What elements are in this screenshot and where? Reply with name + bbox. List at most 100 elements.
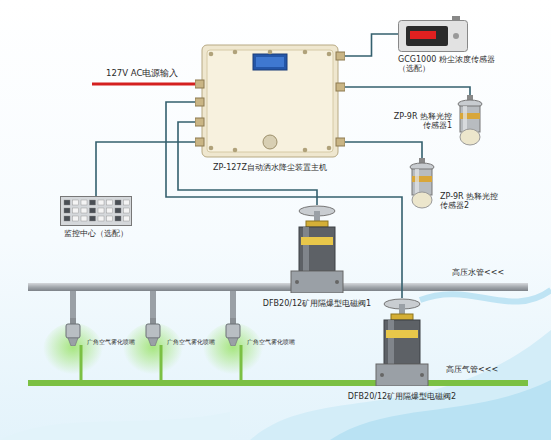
light-sensor-node: ZP-9R 热释光控传感器1 bbox=[390, 95, 484, 147]
drawn-rect bbox=[98, 200, 104, 205]
main-unit-node: ZP-127Z自动洒水降尘装置主机 bbox=[195, 42, 345, 172]
drop-pipe bbox=[70, 291, 76, 320]
drawn-rect bbox=[98, 216, 104, 221]
solenoid-valve-node: DFB20/12矿用隔爆型电磁阀2 bbox=[348, 298, 456, 401]
annotation-label: 127V AC电源输入 bbox=[106, 69, 178, 79]
cable-connector bbox=[345, 142, 422, 158]
drawn-rect bbox=[207, 50, 333, 152]
drawn-rect bbox=[146, 324, 160, 338]
text-group: ZP-9R 热释光控传感器1 bbox=[390, 112, 452, 130]
water-swirl bbox=[420, 290, 551, 302]
drawn-rect bbox=[66, 324, 80, 338]
drawn-rect bbox=[195, 98, 204, 106]
drawn-circle bbox=[263, 135, 277, 149]
spray-cloud bbox=[43, 323, 103, 377]
drawn-ellipse bbox=[460, 129, 480, 145]
drawn-circle bbox=[453, 33, 459, 39]
text-group: 广角空气雾化喷嘴 bbox=[247, 339, 295, 346]
drawn-rect bbox=[406, 26, 448, 46]
drawn-circle bbox=[303, 148, 308, 153]
device-label: ZP-9R 热释光控传感器2 bbox=[440, 192, 506, 210]
monitor-center-node: 监控中心（选配） bbox=[60, 196, 132, 238]
drawn-polygon bbox=[148, 338, 158, 346]
text-group: 监控中心（选配） bbox=[64, 229, 128, 238]
drawn-circle bbox=[295, 280, 299, 284]
drawn-rect bbox=[256, 57, 284, 67]
device-label: 广角空气雾化喷嘴 bbox=[247, 339, 295, 346]
spray-cloud bbox=[123, 323, 183, 377]
solenoid-valve-node: DFB20/12矿用隔爆型电磁阀1 bbox=[263, 205, 371, 308]
cable-connector bbox=[96, 142, 195, 196]
water-swirl bbox=[0, 412, 230, 440]
light-sensor-node: ZP-9R 热释光控传感器2 bbox=[408, 158, 506, 210]
drawn-rect bbox=[336, 83, 345, 91]
drawn-rect bbox=[388, 320, 394, 364]
cable-connector bbox=[345, 34, 398, 56]
text-group: ZP-9R 热释光控传感器2 bbox=[440, 192, 506, 210]
device-label: ZP-9R 热释光控传感器1 bbox=[390, 112, 452, 130]
gcg-icon bbox=[398, 16, 468, 52]
device-label: GCG1000 粉尘浓度传感器（选配） bbox=[398, 55, 496, 73]
drawn-rect bbox=[195, 118, 204, 126]
drawn-circle bbox=[268, 50, 273, 55]
drawn-rect bbox=[306, 221, 328, 227]
cable-connector bbox=[345, 87, 470, 95]
drawn-ellipse bbox=[412, 192, 432, 208]
drawn-rect bbox=[115, 216, 121, 221]
dust-sensor-node: GCG1000 粉尘浓度传感器（选配） bbox=[398, 16, 496, 73]
drawn-rect bbox=[64, 216, 70, 221]
sensor-icon bbox=[456, 95, 484, 147]
drawn-rect bbox=[90, 208, 96, 213]
nozzle-node: 广角空气雾化喷嘴 bbox=[62, 318, 135, 346]
valve-icon bbox=[287, 205, 347, 293]
drawn-rect bbox=[115, 200, 121, 205]
drawn-rect bbox=[376, 364, 428, 386]
drawn-rect bbox=[299, 227, 335, 271]
drawn-circle bbox=[420, 373, 424, 377]
drawn-rect bbox=[73, 208, 79, 213]
drawn-rect bbox=[253, 54, 287, 70]
drawn-rect bbox=[336, 138, 345, 146]
drawn-circle bbox=[327, 146, 332, 151]
air-branch bbox=[240, 345, 243, 380]
drawn-rect bbox=[301, 237, 333, 245]
text-group: 广角空气雾化喷嘴 bbox=[167, 339, 215, 346]
drop-pipe bbox=[150, 291, 156, 320]
drawn-rect bbox=[303, 227, 309, 271]
nozzle-icon bbox=[62, 318, 84, 346]
monitor-icon bbox=[60, 196, 132, 226]
water-swirl bbox=[330, 380, 551, 440]
drawn-circle bbox=[303, 50, 308, 55]
drawn-rect bbox=[415, 169, 419, 195]
drawn-rect bbox=[391, 314, 413, 320]
nozzle-icon bbox=[142, 318, 164, 346]
drawn-rect bbox=[124, 208, 130, 213]
drawn-rect bbox=[336, 52, 345, 60]
device-label: 广角空气雾化喷嘴 bbox=[87, 339, 135, 346]
drawn-rect bbox=[384, 320, 420, 364]
drawn-rect bbox=[410, 31, 436, 39]
nozzle-node: 广角空气雾化喷嘴 bbox=[142, 318, 215, 346]
air-pipe bbox=[28, 380, 528, 386]
drawn-rect bbox=[195, 138, 204, 146]
drawn-rect bbox=[73, 200, 79, 205]
sensor-icon bbox=[408, 158, 436, 210]
text-group: GCG1000 粉尘浓度传感器（选配） bbox=[398, 55, 496, 73]
text-group: ZP-127Z自动洒水降尘装置主机 bbox=[213, 163, 327, 172]
drawn-rect bbox=[399, 21, 468, 52]
drawn-rect bbox=[460, 106, 480, 132]
drawn-rect bbox=[98, 208, 104, 213]
drawn-rect bbox=[64, 208, 70, 213]
drawn-rect bbox=[81, 208, 87, 213]
water-pipe bbox=[28, 283, 528, 291]
power-wire bbox=[92, 83, 196, 86]
valve-icon bbox=[372, 298, 432, 386]
device-label: DFB20/12矿用隔爆型电磁阀1 bbox=[263, 299, 371, 308]
drawn-circle bbox=[380, 373, 384, 377]
drop-pipe bbox=[230, 291, 236, 320]
drawn-rect bbox=[195, 80, 204, 88]
drawn-rect bbox=[124, 200, 130, 205]
drawn-rect bbox=[61, 197, 132, 226]
